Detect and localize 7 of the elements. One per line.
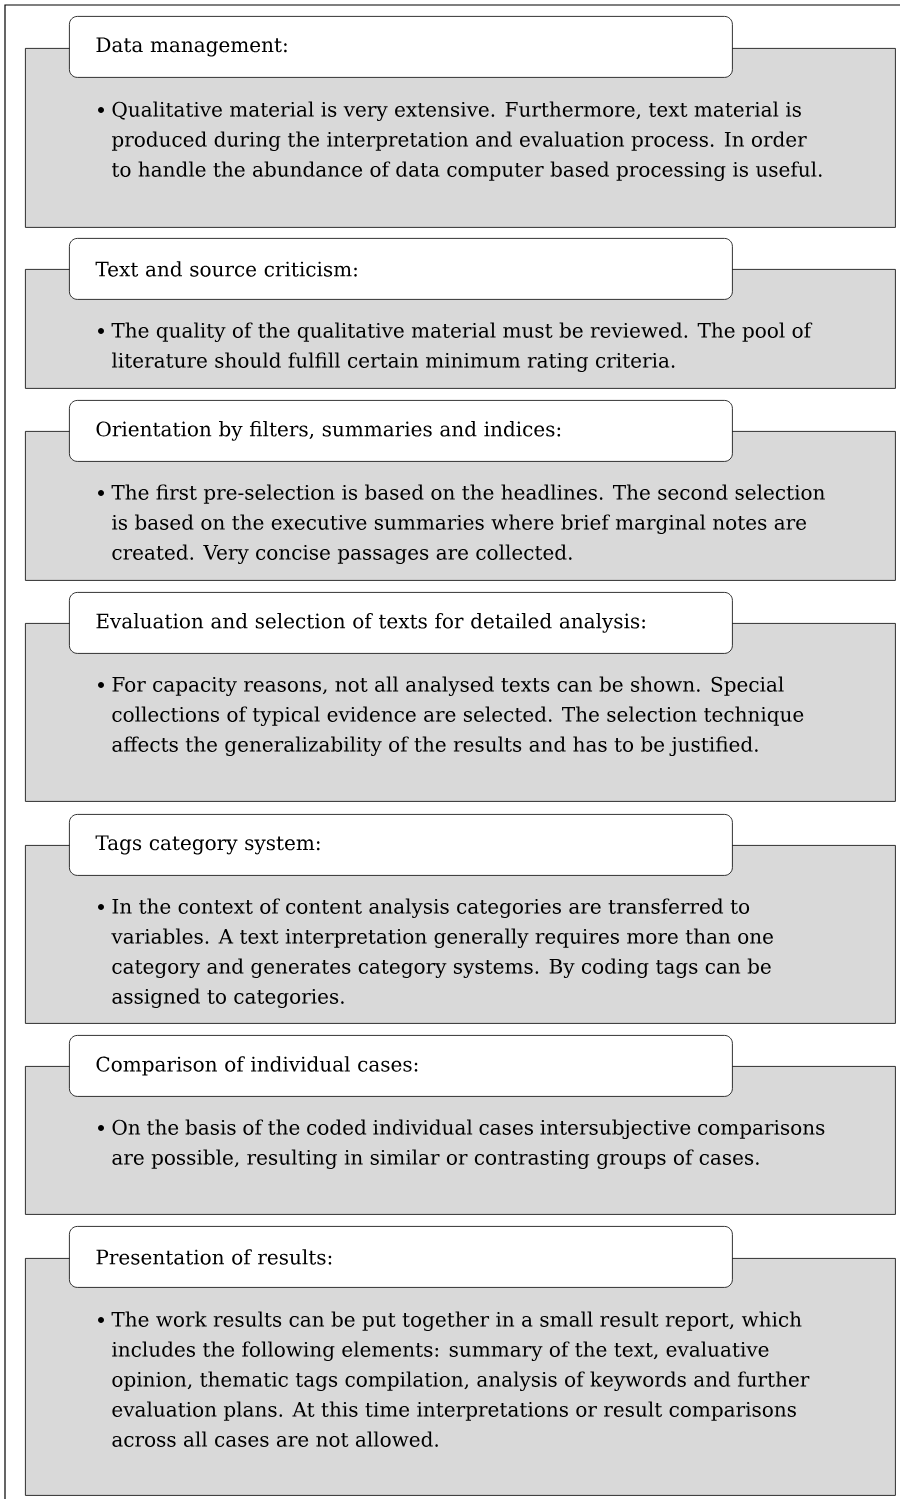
heading-box: Tags category system: [69,814,733,876]
heading-box: Presentation of results: [69,1226,733,1288]
heading-box: Text and source criticism: [69,238,733,300]
heading-box: Comparison of individual cases: [69,1035,733,1097]
heading-box: Evaluation and selection of texts for detailed analysis: [69,592,733,654]
heading-box: Orientation by filters, summaries and indices: [69,400,733,462]
heading-box: Data management: [69,16,733,78]
